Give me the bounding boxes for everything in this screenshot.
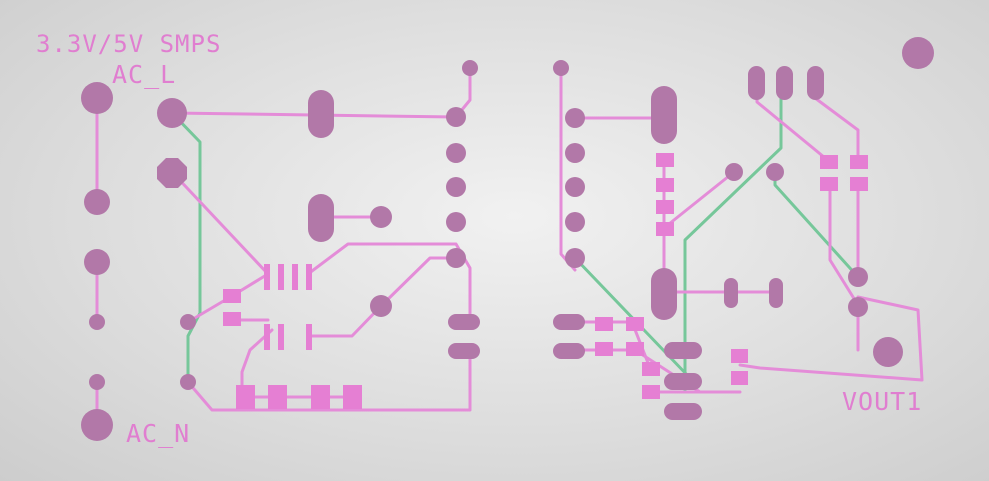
smd-pad xyxy=(292,264,298,290)
pad xyxy=(565,143,585,163)
smd-pad xyxy=(306,264,312,290)
smd-pad xyxy=(642,385,660,399)
smd-pad xyxy=(595,342,613,356)
via xyxy=(725,163,743,181)
smd-pad xyxy=(656,222,674,236)
pad xyxy=(157,158,187,188)
pad xyxy=(446,107,466,127)
smd-pad xyxy=(595,317,613,331)
smd-pad xyxy=(820,155,838,169)
label-vout1: VOUT1 xyxy=(842,387,923,416)
pad xyxy=(776,66,793,100)
pad xyxy=(565,108,585,128)
cap-pad xyxy=(651,86,677,144)
via xyxy=(462,60,478,76)
pad xyxy=(446,212,466,232)
pad xyxy=(848,297,868,317)
pad xyxy=(448,343,480,359)
pad xyxy=(748,66,765,100)
top-traces xyxy=(95,66,924,427)
pad xyxy=(565,248,585,268)
smd-pads xyxy=(223,153,868,409)
smd-pad xyxy=(343,385,362,409)
cap-pad xyxy=(308,194,334,242)
smd-pad xyxy=(278,264,284,290)
pad xyxy=(724,278,738,308)
smd-pad xyxy=(850,155,868,169)
smd-pad xyxy=(656,153,674,167)
pad xyxy=(84,249,110,275)
pad xyxy=(664,373,702,390)
cap-pad xyxy=(308,90,334,138)
pad xyxy=(664,403,702,420)
pad xyxy=(565,212,585,232)
smd-pad xyxy=(278,324,284,350)
pad xyxy=(553,314,585,330)
bottom-traces xyxy=(170,80,860,394)
via xyxy=(553,60,569,76)
smd-pad xyxy=(264,264,270,290)
smd-pad xyxy=(236,385,255,409)
pad xyxy=(370,206,392,228)
smd-pad xyxy=(642,362,660,376)
via xyxy=(180,374,196,390)
smd-pad xyxy=(731,371,748,385)
label-ac-l: AC_L xyxy=(112,60,177,89)
label-ac-n: AC_N xyxy=(126,419,191,448)
smd-pad xyxy=(820,177,838,191)
smd-pad xyxy=(264,324,270,350)
pad xyxy=(769,278,783,308)
board-title: 3.3V/5V SMPS xyxy=(36,30,222,58)
mounting-hole xyxy=(902,37,934,69)
pad xyxy=(84,189,110,215)
pad xyxy=(81,409,113,441)
smd-pad xyxy=(626,317,644,331)
via xyxy=(766,163,784,181)
pad xyxy=(565,177,585,197)
smd-pad xyxy=(268,385,287,409)
smd-pad xyxy=(306,324,312,350)
pad xyxy=(157,98,187,128)
smd-pad xyxy=(223,312,241,326)
via xyxy=(180,314,196,330)
cap-pad xyxy=(651,268,677,320)
smd-pad xyxy=(850,177,868,191)
smd-pad xyxy=(656,178,674,192)
smd-pad xyxy=(656,200,674,214)
pad xyxy=(446,248,466,268)
pad xyxy=(370,295,392,317)
pad xyxy=(873,337,903,367)
pad xyxy=(807,66,824,100)
pad xyxy=(553,343,585,359)
pad xyxy=(446,143,466,163)
pad xyxy=(448,314,480,330)
smd-pad xyxy=(311,385,330,409)
pad xyxy=(81,82,113,114)
smd-pad xyxy=(731,349,748,363)
pad xyxy=(664,342,702,359)
pad xyxy=(89,374,105,390)
through-hole-pads xyxy=(81,37,934,441)
pad xyxy=(446,177,466,197)
smd-pad xyxy=(626,342,644,356)
smd-pad xyxy=(223,289,241,303)
pad xyxy=(89,314,105,330)
pad xyxy=(848,267,868,287)
